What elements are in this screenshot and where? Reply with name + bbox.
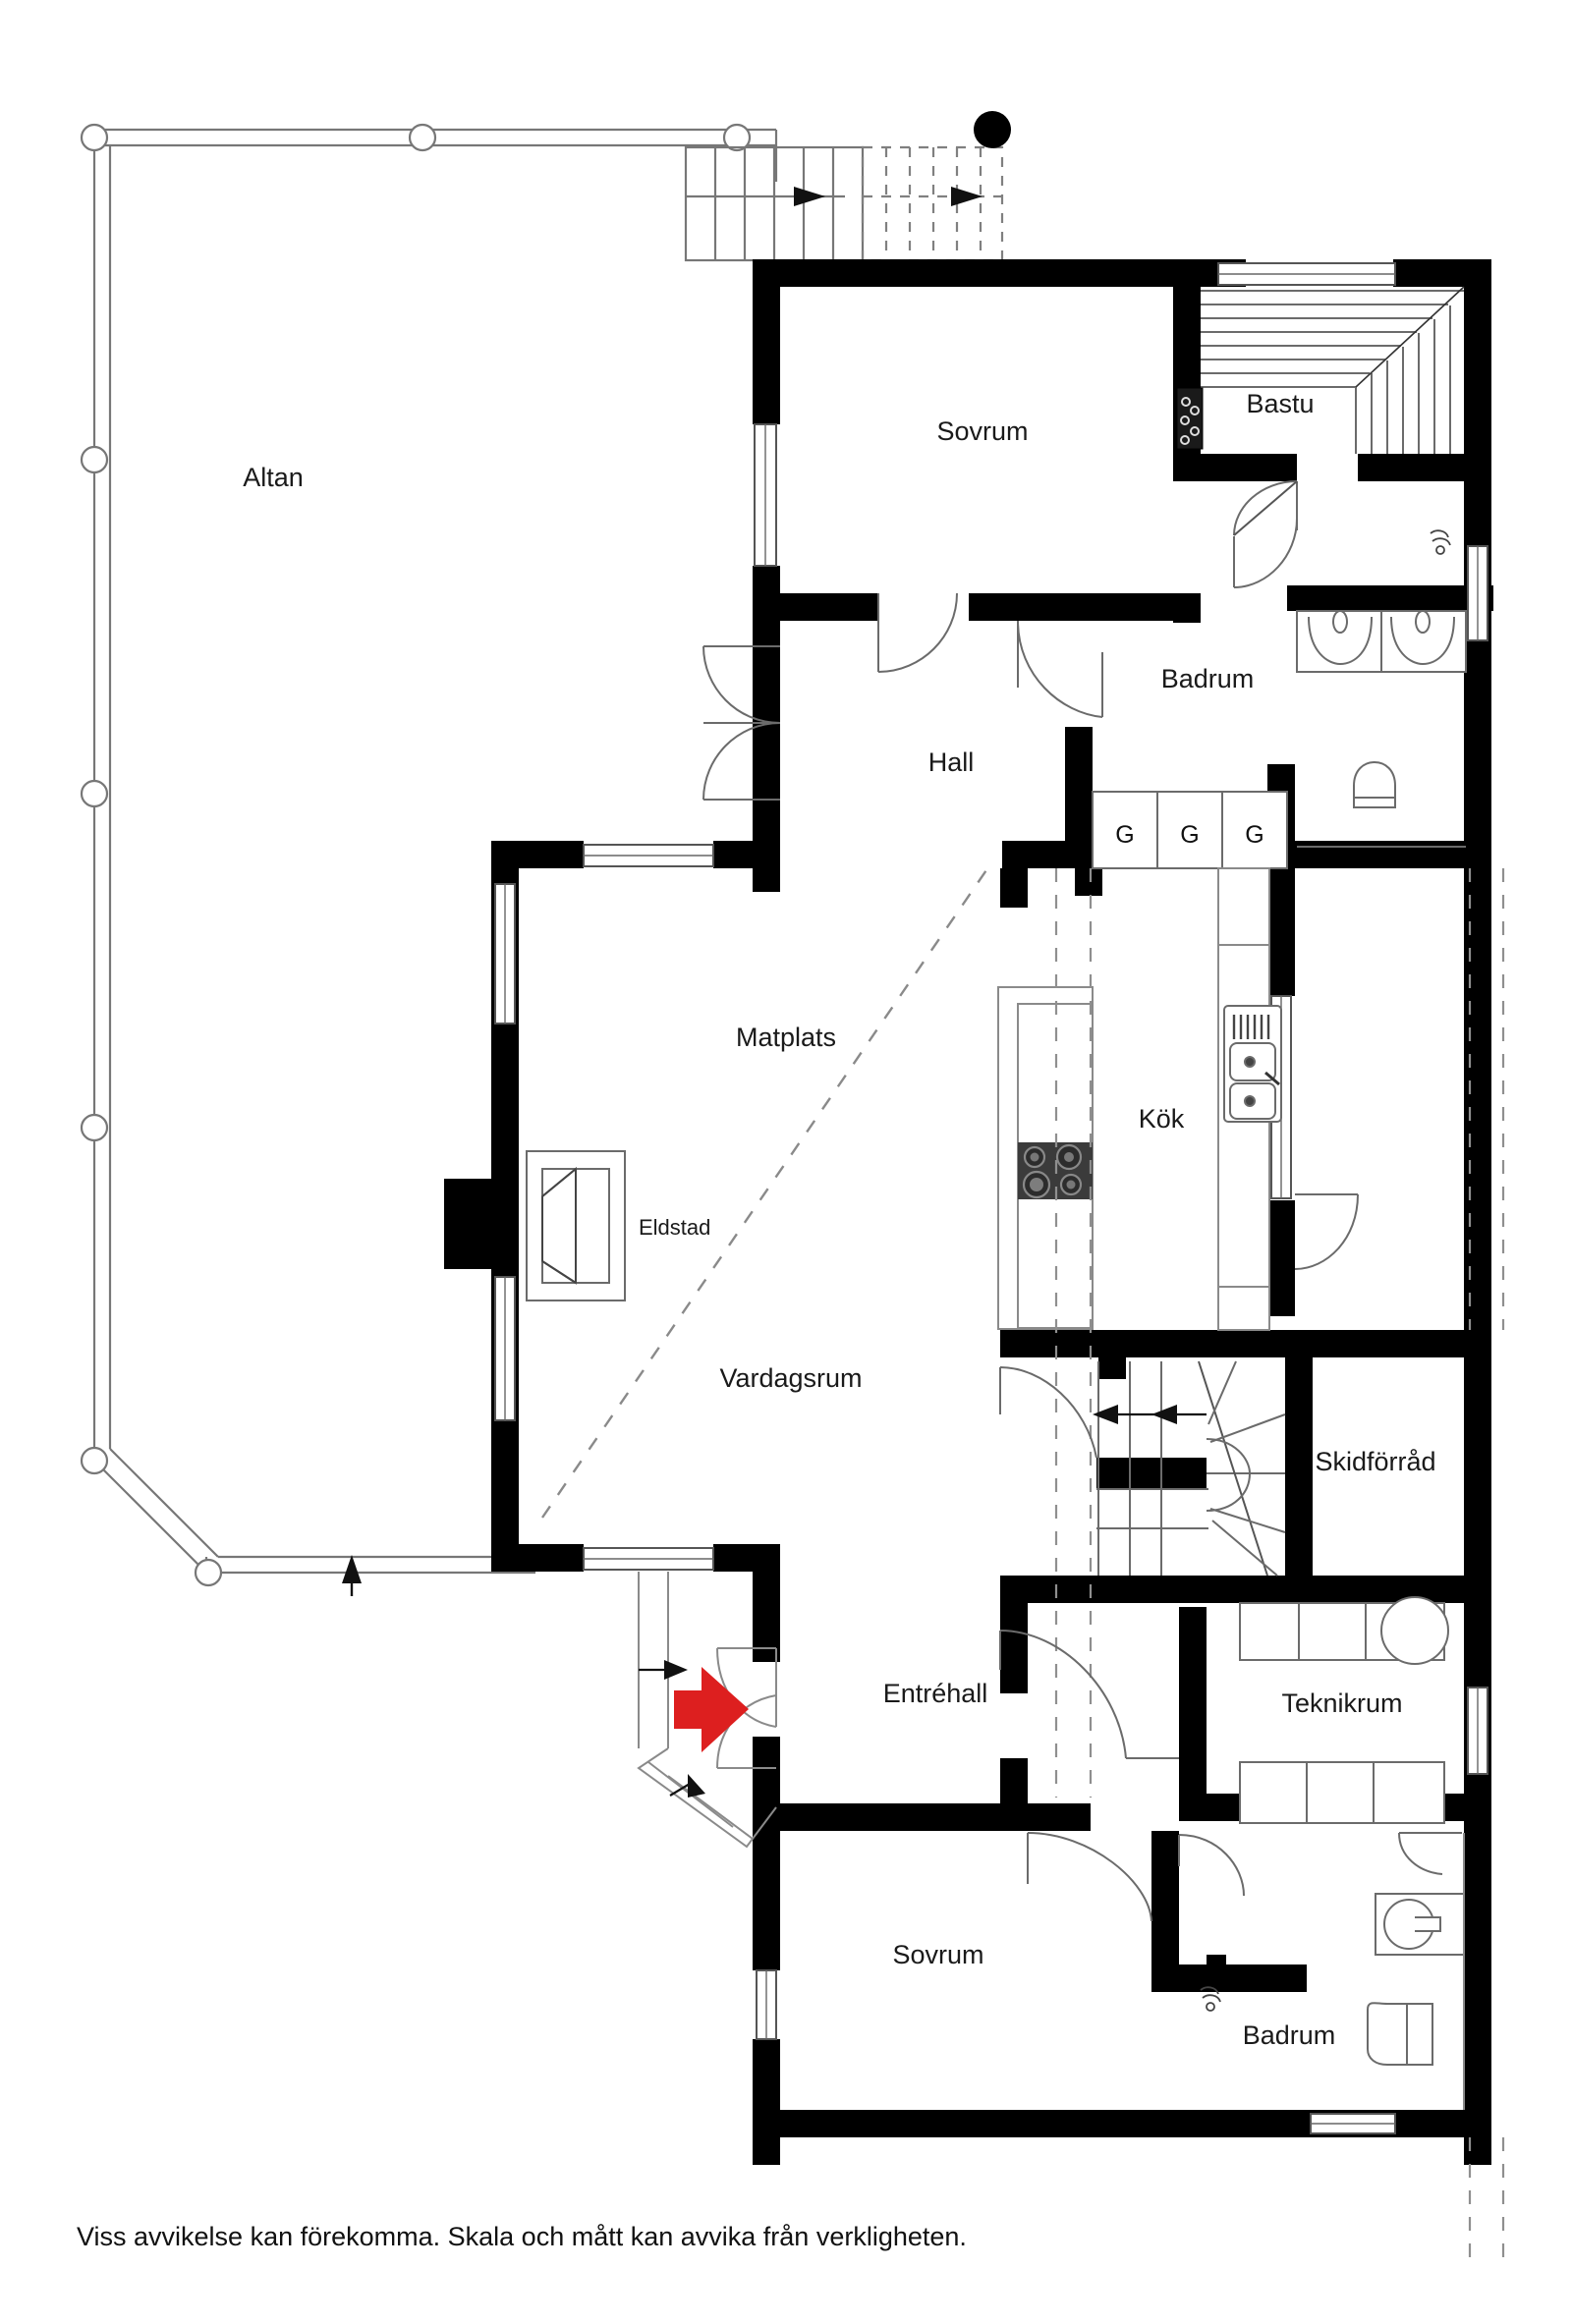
stair-up-arrow-icon (794, 187, 825, 206)
walls (444, 259, 1493, 2165)
room-label-bastu: Bastu (1246, 389, 1314, 418)
toilet-bottom-icon (1367, 2002, 1433, 2066)
room-label-matplats: Matplats (736, 1023, 836, 1052)
footer-disclaimer: Viss avvikelse kan förekomma. Skala och … (77, 2222, 967, 2251)
winder-staircase (1096, 1360, 1286, 1577)
balcony-post-icon (80, 1113, 109, 1142)
door-swings (702, 480, 1462, 1922)
room-label-hall: Hall (928, 747, 975, 777)
technical-counters (1239, 1596, 1449, 1824)
wardrobe-closets (1092, 791, 1288, 869)
stair-down-arrow-icon (1093, 1405, 1207, 1424)
sauna-benches (1201, 286, 1465, 454)
balcony-post-icon (80, 445, 109, 474)
balcony-post-icon (194, 1558, 223, 1587)
double-sink-drainboard-icon (1223, 1005, 1282, 1123)
room-label-eldstad: Eldstad (639, 1215, 710, 1240)
room-label-entrehall: Entréhall (883, 1679, 988, 1708)
room-label-teknikrum: Teknikrum (1281, 1688, 1402, 1718)
shower-mixer-icon (1430, 529, 1451, 555)
room-labels: Altan Sovrum Bastu Badrum Hall Matplats … (243, 389, 1435, 2050)
toilet-top-icon (1297, 760, 1466, 848)
balcony-post-icon (80, 779, 109, 808)
room-label-skidforrad: Skidförråd (1315, 1447, 1435, 1476)
washbasin-bottom-icon (1375, 1893, 1465, 1956)
balcony-post-icon (408, 123, 437, 152)
top-staircase (684, 111, 1011, 262)
room-label-altan: Altan (243, 463, 304, 492)
entrance-direction-arrow-small-icon (639, 1660, 688, 1680)
balcony-post-icon (80, 1446, 109, 1475)
double-washbasin-icon (1296, 610, 1467, 673)
windows (494, 262, 1488, 2134)
room-label-badrum-top: Badrum (1161, 664, 1255, 693)
stair-up-arrow-icon (951, 187, 982, 206)
room-label-kok: Kök (1139, 1104, 1185, 1134)
room-label-badrum-bot: Badrum (1243, 2020, 1336, 2050)
room-label-sovrum-top: Sovrum (936, 416, 1028, 446)
red-entrance-arrow-icon (674, 1667, 749, 1752)
room-label-sovrum-bot: Sovrum (892, 1940, 983, 1969)
projection-lines (1054, 868, 1505, 2259)
vestibule-arrow-icon (669, 1774, 705, 1798)
deck-entry-arrow-icon (342, 1555, 362, 1596)
balcony-post-icon (80, 123, 109, 152)
sauna-heater-icon (1176, 387, 1204, 450)
closet-label-g3: G (1245, 821, 1263, 849)
fireplace-icon (526, 1150, 626, 1301)
room-divider-dashed (541, 863, 991, 1519)
shower-mixer-bottom-icon (1200, 1986, 1221, 2012)
closet-labels: G G G (1115, 821, 1263, 849)
closet-label-g2: G (1180, 821, 1199, 849)
entrance-doors (637, 1572, 777, 1849)
room-label-vardagsrum: Vardagsrum (719, 1363, 862, 1393)
closet-label-g1: G (1115, 821, 1134, 849)
stair-post-solid-icon (974, 111, 1011, 148)
